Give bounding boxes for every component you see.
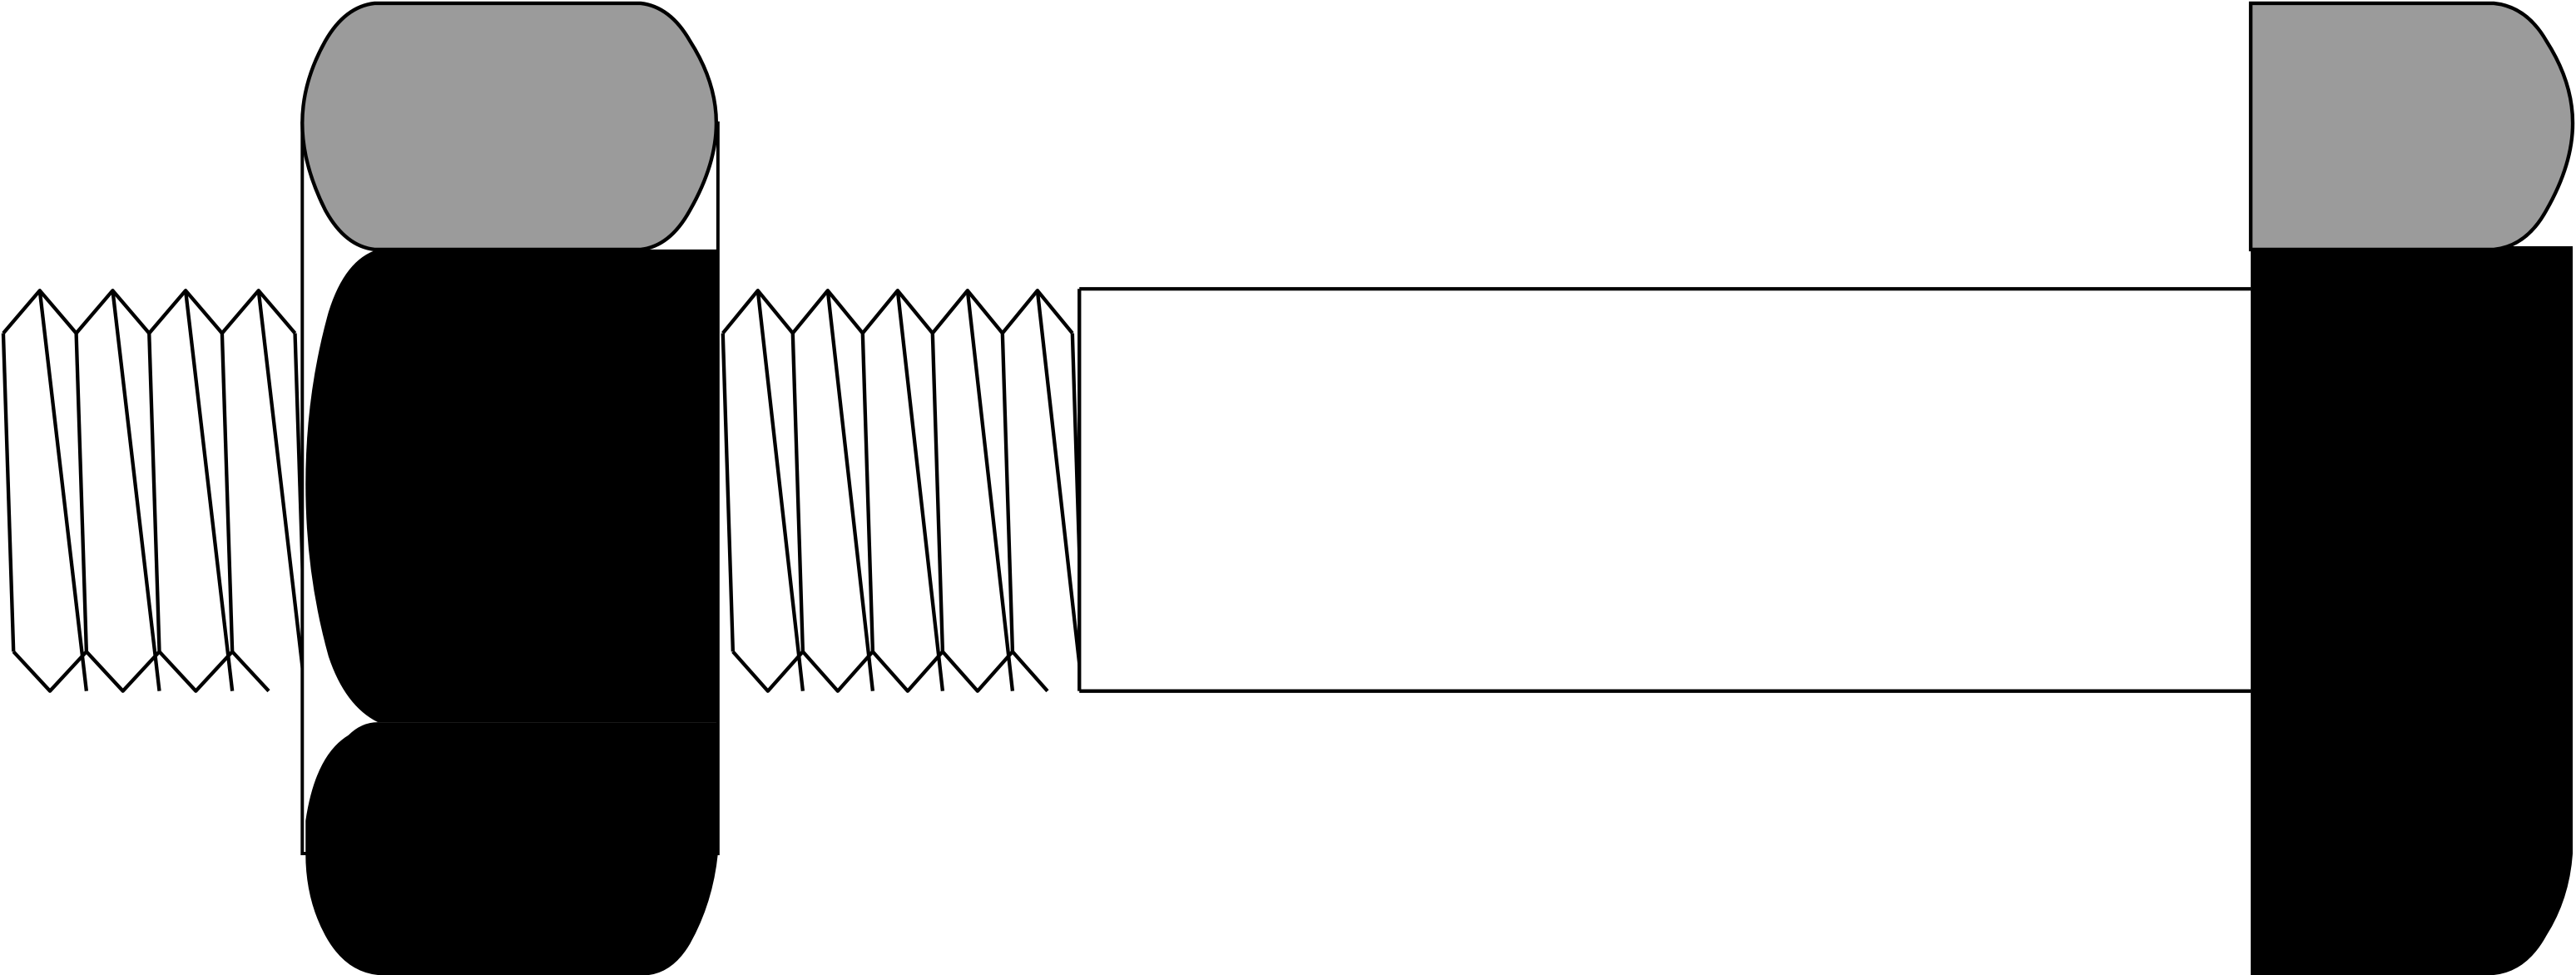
bolt-shank — [1077, 287, 2252, 693]
thread-left-flank-line — [147, 333, 161, 652]
thread-left-flank-line — [37, 290, 89, 691]
nut-body-lower — [305, 722, 718, 975]
bolt-head-body — [2251, 245, 2574, 975]
thread-left-flank-line — [256, 290, 307, 691]
thread-right-crest-line-bottom — [731, 650, 1049, 693]
thread-left-flank-line — [1, 333, 16, 652]
nut-top-face — [300, 1, 719, 252]
thread-right-flank-line — [721, 333, 736, 652]
thread-left-crest-line-top — [2, 289, 297, 335]
thread-left-flank-line — [74, 333, 89, 652]
thread-right-flank-line — [895, 290, 945, 691]
thread-right-flank-line — [755, 290, 805, 691]
nut-body-upper — [305, 249, 718, 723]
thread-right-flank-line — [1000, 333, 1015, 652]
shank-fill — [1079, 289, 2252, 691]
thread-right-flank-line — [930, 333, 945, 652]
thread-left-crest-line-bottom — [12, 650, 270, 693]
thread-right-flank-line — [790, 333, 805, 652]
nut — [300, 1, 720, 975]
thread-right-flank-line — [1035, 290, 1085, 691]
thread-right-flank-line — [825, 290, 875, 691]
thread-left-flank-line — [183, 290, 235, 691]
bolt-head-top-face — [2248, 1, 2575, 252]
thread-right-flank-line — [860, 333, 875, 652]
thread-right-flank-line — [965, 290, 1015, 691]
thread-left-flank-line — [220, 333, 235, 652]
thread-left — [1, 289, 307, 693]
thread-right — [721, 289, 1085, 693]
bolt-head — [2248, 1, 2575, 975]
thread-left-flank-line — [111, 290, 161, 691]
